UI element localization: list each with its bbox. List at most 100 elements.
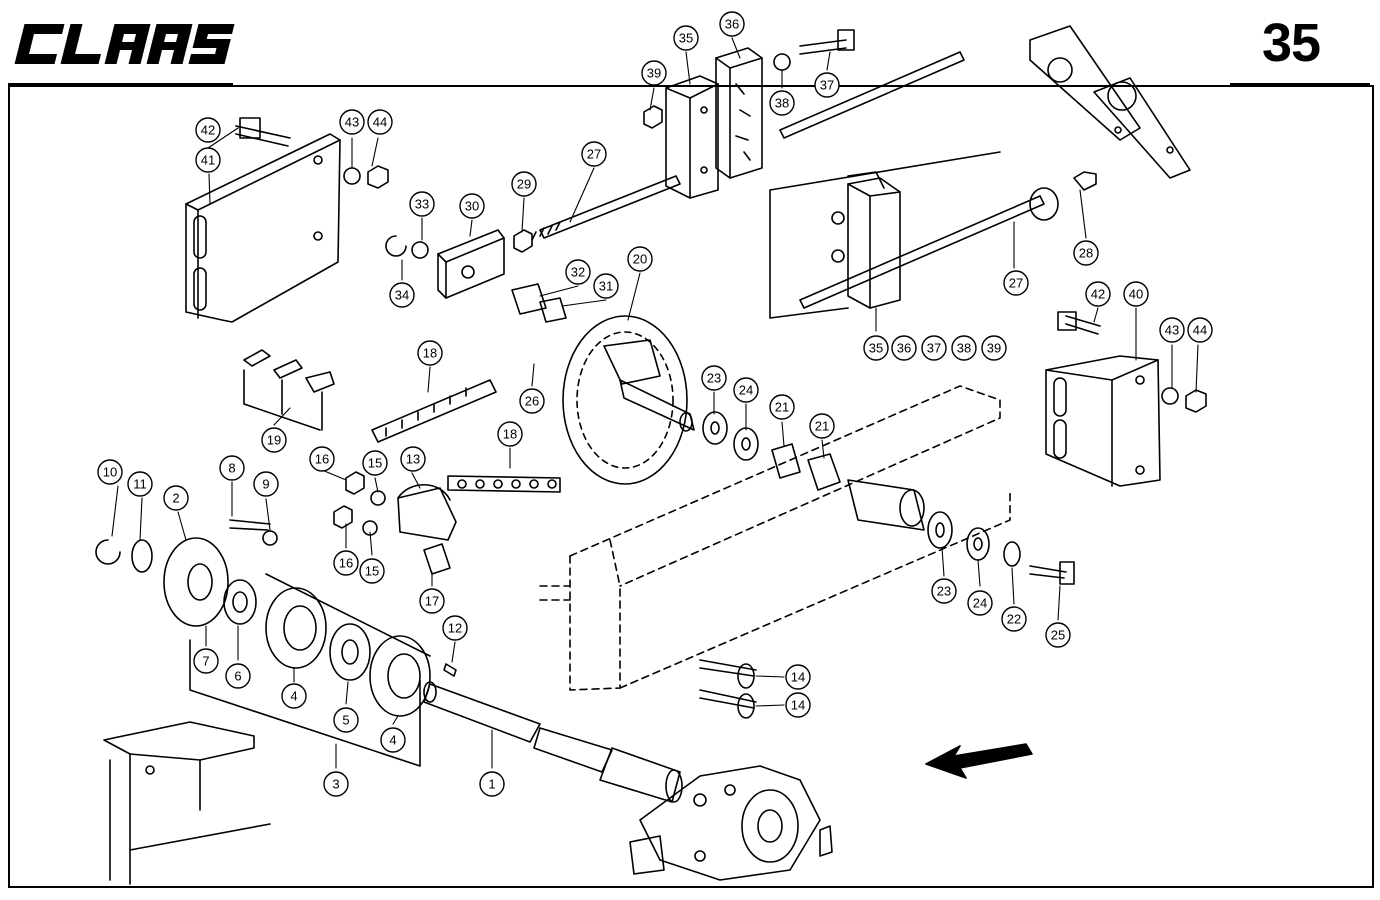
- callout-circle: [400, 446, 426, 472]
- callout-circle: [195, 147, 221, 173]
- callout-circle: [1003, 270, 1029, 296]
- bushings-17-31-32: [423, 283, 567, 575]
- callout-20: 20: [627, 246, 653, 272]
- callout-16: 16: [333, 550, 359, 576]
- callout-label: 36: [725, 17, 739, 32]
- callout-15: 15: [362, 450, 388, 476]
- callout-3: 3: [323, 771, 349, 797]
- leader-lines: [111, 37, 1199, 769]
- callout-42: 42: [1085, 281, 1111, 307]
- bracket-35-assembly: [769, 151, 1001, 319]
- callout-circle: [921, 335, 947, 361]
- callout-11: 11: [127, 471, 153, 497]
- callout-label: 8: [228, 461, 235, 476]
- bracket-40: [1045, 355, 1161, 487]
- callout-label: 40: [1129, 287, 1143, 302]
- callout-circle: [333, 707, 359, 733]
- callout-circle: [719, 11, 745, 37]
- callout-23: 23: [931, 578, 957, 604]
- callout-circle: [1045, 622, 1071, 648]
- callout-22: 22: [1001, 606, 1027, 632]
- callout-circle: [785, 664, 811, 690]
- callout-10: 10: [97, 459, 123, 485]
- callout-circle: [367, 109, 393, 135]
- callout-19: 19: [261, 427, 287, 453]
- callout-circle: [479, 771, 505, 797]
- upper-plates: [1029, 25, 1191, 179]
- callout-label: 21: [815, 419, 829, 434]
- page-number: 35: [1262, 13, 1321, 73]
- callout-circle: [323, 771, 349, 797]
- callout-circle: [380, 727, 406, 753]
- callout-label: 37: [927, 341, 941, 356]
- callout-circle: [219, 455, 245, 481]
- callout-label: 15: [368, 456, 382, 471]
- bolts: [229, 29, 1101, 719]
- frame-beam: [539, 385, 1011, 691]
- callout-28: 28: [1073, 240, 1099, 266]
- callout-label: 25: [1051, 628, 1065, 643]
- callout-42: 42: [195, 117, 221, 143]
- callout-label: 38: [957, 341, 971, 356]
- callout-label: 19: [267, 433, 281, 448]
- callout-14: 14: [785, 664, 811, 690]
- callout-26: 26: [519, 388, 545, 414]
- bushings-washers: [702, 411, 1021, 567]
- callout-30: 30: [459, 193, 485, 219]
- callout-37: 37: [921, 335, 947, 361]
- header-rule-left: [8, 83, 233, 85]
- callout-35: 35: [673, 25, 699, 51]
- callout-circle: [195, 117, 221, 143]
- callout-circle: [951, 335, 977, 361]
- callout-27: 27: [581, 141, 607, 167]
- callout-circle: [519, 388, 545, 414]
- callout-44: 44: [367, 109, 393, 135]
- callout-circle: [127, 471, 153, 497]
- callout-circle: [261, 427, 287, 453]
- callout-circle: [769, 90, 795, 116]
- callout-41: 41: [195, 147, 221, 173]
- callout-label: 7: [202, 654, 209, 669]
- callout-circle: [459, 193, 485, 219]
- chain-18-upper: [371, 379, 497, 443]
- callout-label: 13: [406, 452, 420, 467]
- callout-2: 2: [163, 485, 189, 511]
- callout-circle: [442, 615, 468, 641]
- callout-circle: [1123, 281, 1149, 307]
- callout-1: 1: [479, 771, 505, 797]
- callout-label: 14: [791, 670, 805, 685]
- callout-label: 14: [791, 698, 805, 713]
- callout-7: 7: [193, 648, 219, 674]
- callout-21: 21: [809, 413, 835, 439]
- callout-label: 31: [599, 279, 613, 294]
- callout-circle: [497, 421, 523, 447]
- callout-circle: [641, 60, 667, 86]
- callout-9: 9: [253, 471, 279, 497]
- callout-17: 17: [419, 588, 445, 614]
- callout-4: 4: [380, 727, 406, 753]
- callout-circle: [673, 25, 699, 51]
- callout-label: 33: [415, 197, 429, 212]
- callout-label: 32: [571, 265, 585, 280]
- callout-18: 18: [497, 421, 523, 447]
- block-30: [437, 229, 505, 299]
- callout-label: 28: [1079, 246, 1093, 261]
- callout-label: 34: [395, 288, 409, 303]
- callout-label: 9: [262, 477, 269, 492]
- callout-label: 26: [525, 394, 539, 409]
- callout-16: 16: [309, 446, 335, 472]
- callout-label: 3: [332, 777, 339, 792]
- callout-circle: [809, 413, 835, 439]
- callout-4: 4: [281, 683, 307, 709]
- callout-14: 14: [785, 692, 811, 718]
- callout-36: 36: [719, 11, 745, 37]
- callout-markers: 1234456789101112131414151516161718181920…: [97, 11, 1213, 797]
- callout-circle: [417, 340, 443, 366]
- bracket-41: [185, 133, 341, 323]
- callout-circle: [193, 648, 219, 674]
- callout-label: 39: [987, 341, 1001, 356]
- callout-circle: [1187, 317, 1213, 343]
- callout-circle: [409, 191, 435, 217]
